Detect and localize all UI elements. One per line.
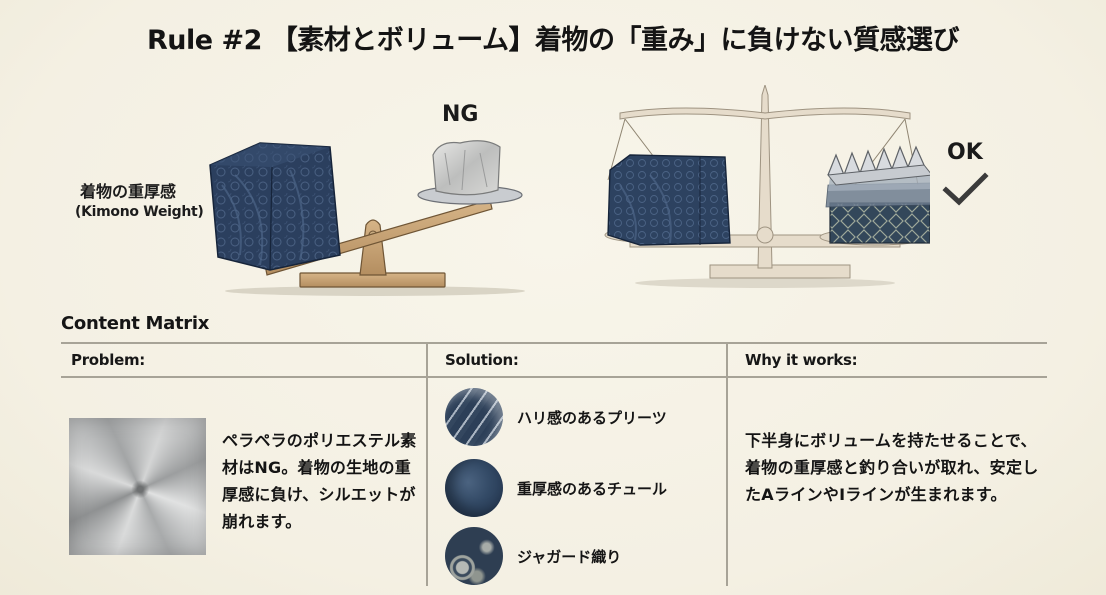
table-header-rule bbox=[61, 376, 1047, 378]
jacquard-fabric-icon bbox=[445, 527, 503, 585]
kimono-weight-label-en: (Kimono Weight) bbox=[75, 204, 204, 220]
header-problem: Problem: bbox=[71, 351, 145, 369]
polyester-swatch-image bbox=[69, 418, 206, 555]
kimono-weight-label-jp: 着物の重厚感 bbox=[80, 182, 177, 201]
ng-label: NG bbox=[442, 102, 479, 127]
tulle-fabric-icon bbox=[445, 459, 503, 517]
content-matrix-title: Content Matrix bbox=[61, 313, 210, 334]
seesaw-ng-illustration bbox=[209, 140, 525, 296]
solution-item-jacquard: ジャガード織り bbox=[445, 527, 621, 585]
ok-label: OK bbox=[947, 140, 983, 165]
page-title: Rule #2 【素材とボリューム】着物の「重み」に負けない質感選び bbox=[147, 25, 959, 56]
solution-label: ジャガード織り bbox=[517, 547, 622, 566]
header-why: Why it works: bbox=[745, 351, 858, 369]
why-it-works-text: 下半身にボリュームを持たせることで、着物の重厚感と釣り合いが取れ、安定したAライ… bbox=[745, 431, 1039, 504]
pleats-fabric-icon bbox=[445, 388, 503, 446]
problem-text: ペラペラのポリエステル素材はNG。着物の生地の重厚感に負け、シルエットが崩れます… bbox=[222, 431, 417, 531]
checkmark-icon bbox=[942, 172, 989, 206]
solution-label: 重厚感のあるチュール bbox=[517, 479, 668, 498]
header-solution: Solution: bbox=[445, 351, 519, 369]
column-divider-1 bbox=[426, 343, 428, 586]
table-top-rule bbox=[61, 342, 1047, 344]
balance-scale-ok-illustration bbox=[604, 85, 930, 288]
solution-item-pleats: ハリ感のあるプリーツ bbox=[445, 388, 667, 446]
solution-label: ハリ感のあるプリーツ bbox=[517, 408, 667, 427]
column-divider-2 bbox=[726, 343, 728, 586]
solution-item-tulle: 重厚感のあるチュール bbox=[445, 459, 667, 517]
